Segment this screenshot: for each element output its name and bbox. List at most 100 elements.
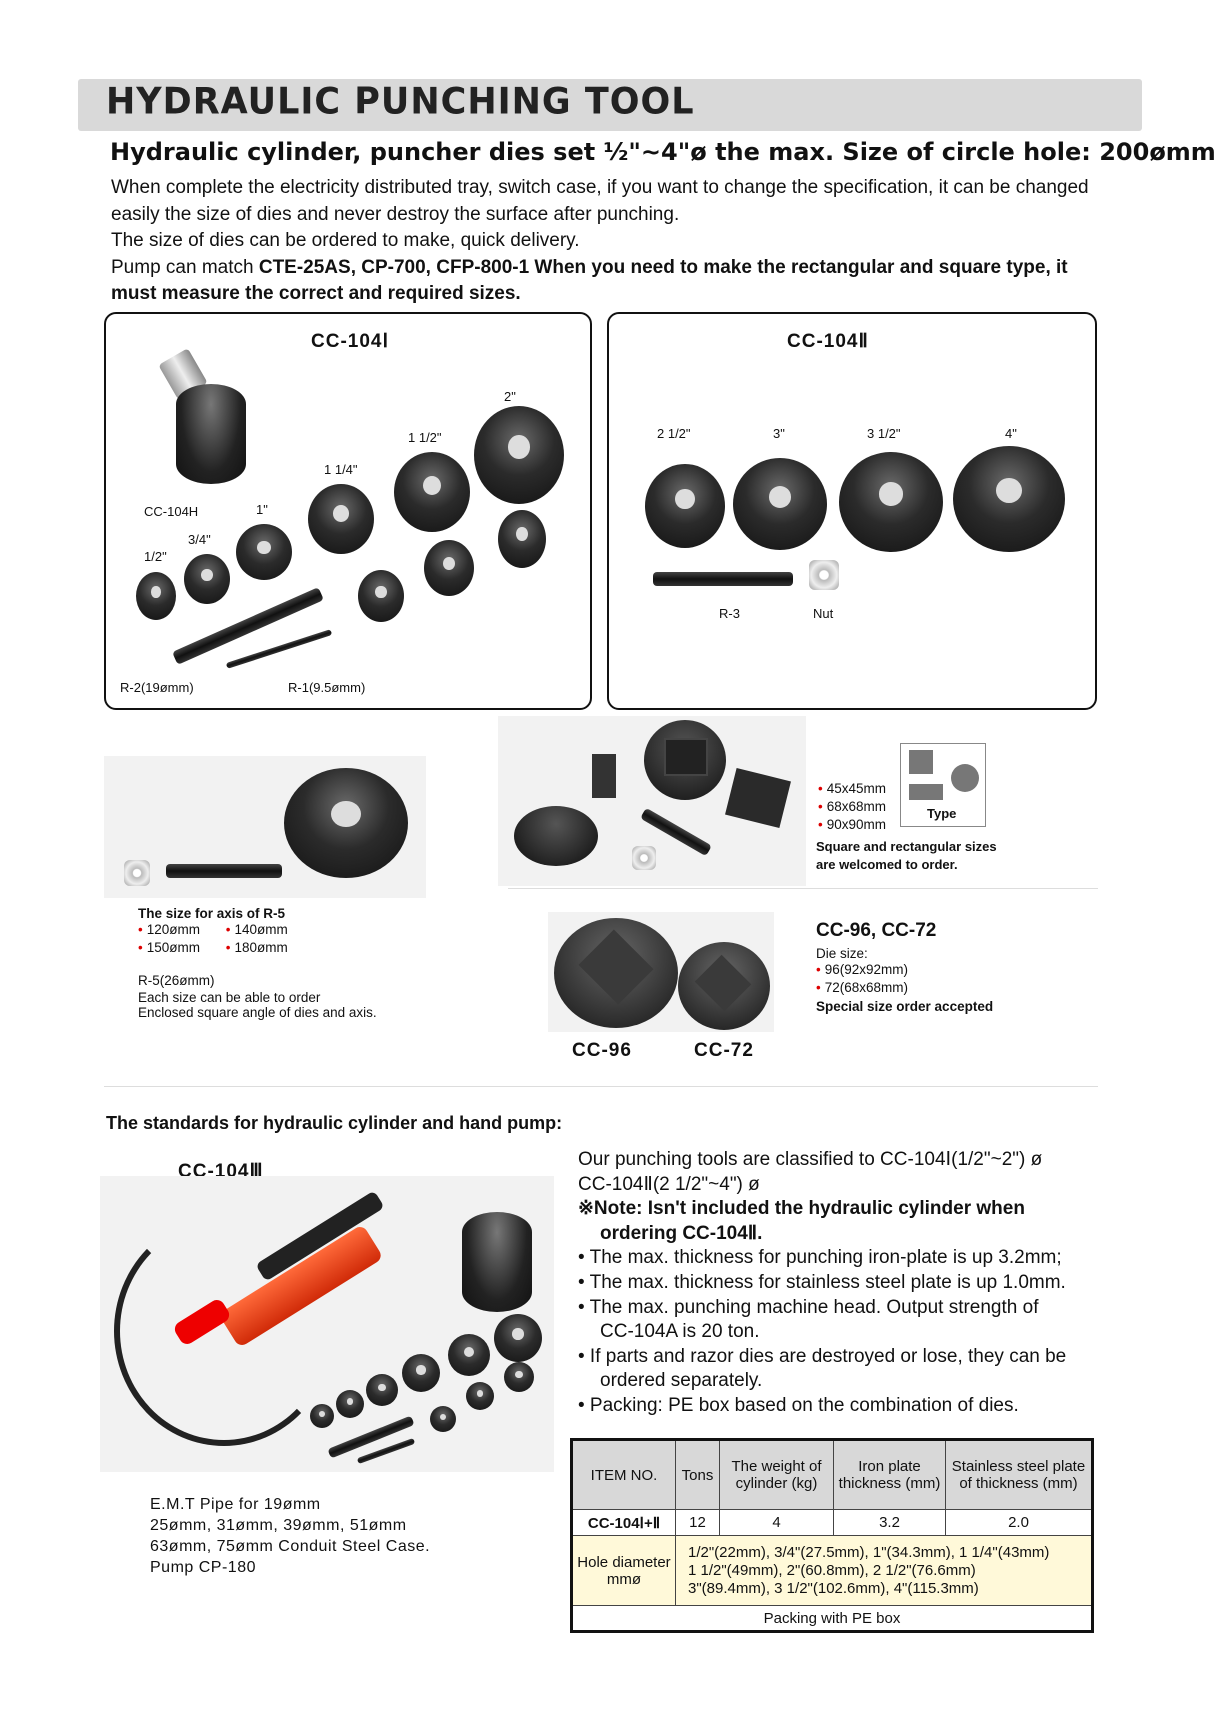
cc96-info: CC-96, CC-72 Die size: •96(92x92mm) •72(… (816, 920, 993, 1014)
table-row: CC-104Ⅰ+Ⅱ 12 4 3.2 2.0 (571, 1509, 1093, 1536)
table-cell: 4 (719, 1509, 834, 1536)
label-1: 1" (256, 502, 268, 517)
r5-size: 150ømm (146, 940, 200, 955)
square-shape-icon (909, 750, 933, 774)
bullet-dot: • (816, 962, 821, 977)
pump-hose-image (114, 1216, 334, 1446)
page-subtitle: Hydraulic cylinder, puncher dies set ½"~… (110, 138, 1216, 166)
die-3-image (733, 458, 827, 550)
table-header: Tons (675, 1439, 720, 1510)
divider (104, 1086, 1098, 1087)
panel-cc104-1: CC-104Ⅰ CC-104H 1/2" 3/4" 1" 1 1/4" 1 1/… (104, 312, 592, 710)
label-r2: R-2(19ømm) (120, 680, 194, 695)
label-nut: Nut (813, 606, 834, 621)
r5-title: The size for axis of R-5 (138, 906, 286, 921)
bullet-dot: • (225, 940, 231, 955)
hole-values-line: 1/2"(22mm), 3/4"(27.5mm), 1"(34.3mm), 1 … (688, 1543, 1050, 1561)
list-item: • The max. punching machine head. Output… (578, 1296, 1039, 1318)
cc96-die-size: Die size: (816, 946, 868, 961)
r5-size: 120ømm (146, 922, 200, 937)
r5-note-1: Each size can be able to order (138, 990, 321, 1005)
page-title: HYDRAULIC PUNCHING TOOL (106, 81, 695, 123)
note-line: ordering CC-104Ⅱ. (600, 1222, 763, 1244)
table-header: The weight of cylinder (kg) (719, 1439, 834, 1510)
die-4-image (953, 446, 1065, 552)
r5-size: 180ømm (234, 940, 288, 955)
die-3-1-2-image (839, 452, 943, 552)
square-note-1: Square and rectangular sizes (816, 839, 997, 854)
hole-values-line: 1 1/2"(49mm), 2"(60.8mm), 2 1/2"(76.6mm) (688, 1561, 976, 1579)
die-3-4-image (184, 554, 230, 604)
r5-photo (104, 756, 426, 898)
list-item: • The max. thickness for punching iron-p… (578, 1247, 1062, 1269)
cc96-title: CC-96, CC-72 (816, 920, 937, 941)
rod-r3-image (653, 572, 793, 586)
hole-values-line: 3"(89.4mm), 3 1/2"(102.6mm), 4"(115.3mm) (688, 1579, 979, 1597)
punch-3-image (498, 510, 546, 568)
table-header-row: ITEM NO. Tons The weight of cylinder (kg… (571, 1439, 1093, 1510)
label-2-1-2: 2 1/2" (657, 426, 691, 441)
punch-2-image (424, 540, 474, 596)
r5-size: 140ømm (234, 922, 288, 937)
square-sizes: •45x45mm •68x68mm •90x90mm (818, 780, 886, 834)
cc96-photo (548, 912, 774, 1032)
type-label: Type (927, 806, 957, 821)
cc96-size: 96(92x92mm) (824, 962, 909, 977)
bullet-dot: • (138, 922, 143, 937)
bullet-dot: • (816, 980, 821, 995)
type-box: Type (900, 743, 986, 827)
table-cell: 12 (675, 1509, 720, 1536)
bullet-dot: • (818, 799, 823, 814)
table-header: ITEM NO. (571, 1439, 676, 1510)
label-1-2: 1/2" (144, 549, 167, 564)
list-item: CC-104A is 20 ton. (600, 1321, 760, 1343)
emt-info: E.M.T Pipe for 19ømm 25ømm, 31ømm, 39ømm… (150, 1494, 430, 1578)
square-note-2: are welcomed to order. (816, 857, 958, 872)
title-bar (78, 79, 1142, 131)
label-1-1-2: 1 1/2" (408, 430, 442, 445)
label-2: 2" (504, 389, 516, 404)
hole-diameter-values: 1/2"(22mm), 3/4"(27.5mm), 1"(34.3mm), 1 … (675, 1535, 1093, 1606)
die-1-1-2-image (394, 452, 470, 532)
nut-image (809, 560, 839, 590)
emt-line: Pump CP-180 (150, 1559, 256, 1576)
standards-title: The standards for hydraulic cylinder and… (106, 1113, 563, 1133)
hole-diameter-label: Hole diameter mmø (571, 1535, 676, 1606)
label-r1: R-1(9.5ømm) (288, 680, 366, 695)
intro-line-3: Pump can match CTE-25AS, CP-700, CFP-800… (111, 256, 1068, 305)
label-4: 4" (1005, 426, 1017, 441)
intro-text: When complete the electricity distribute… (111, 175, 1101, 308)
r5-info: The size for axis of R-5 •120ømm •140ømm… (138, 906, 377, 1020)
panel-title: CC-104Ⅰ (311, 331, 390, 352)
table-cell: 2.0 (945, 1509, 1093, 1536)
table-footer: Packing with PE box (571, 1605, 1093, 1632)
r5-label: R-5(26ømm) (138, 973, 215, 988)
list-item: • The max. thickness for stainless steel… (578, 1271, 1066, 1293)
label-cc96: CC-96 (572, 1040, 632, 1061)
r5-note-2: Enclosed square angle of dies and axis. (138, 1005, 377, 1020)
cc96-size: 72(68x68mm) (824, 980, 909, 995)
panel-cc104-2: CC-104Ⅱ 2 1/2" 3" 3 1/2" 4" R-3 Nut (607, 312, 1097, 710)
die-2-1-2-image (645, 464, 725, 548)
table-row: Hole diameter mmø 1/2"(22mm), 3/4"(27.5m… (571, 1535, 1093, 1606)
square-size: 68x68mm (826, 799, 887, 814)
table-cell: 3.2 (833, 1509, 946, 1536)
list-item: • If parts and razor dies are destroyed … (578, 1345, 1067, 1367)
bullet-dot: • (138, 940, 143, 955)
emt-line: 63ømm, 75ømm Conduit Steel Case. (150, 1538, 431, 1555)
intro-line-1: When complete the electricity distribute… (111, 177, 1089, 225)
label-r3: R-3 (719, 606, 740, 621)
r5-rod-image (166, 864, 282, 878)
table-footer-row: Packing with PE box (571, 1605, 1093, 1632)
list-item: ordered separately. (600, 1370, 763, 1392)
label-cc72: CC-72 (694, 1040, 754, 1061)
cc104-3-photo (100, 1176, 554, 1472)
list-item: CC-104Ⅱ(2 1/2"~4") ø (578, 1173, 760, 1195)
label-3: 3" (773, 426, 785, 441)
r5-die-image (284, 768, 408, 878)
die-1-1-4-image (308, 484, 374, 554)
die-2-image (474, 406, 564, 504)
label-cc104h: CC-104H (144, 504, 199, 519)
hydraulic-cylinder-image (146, 348, 246, 484)
specs-list: Our punching tools are classified to CC-… (578, 1148, 1118, 1419)
